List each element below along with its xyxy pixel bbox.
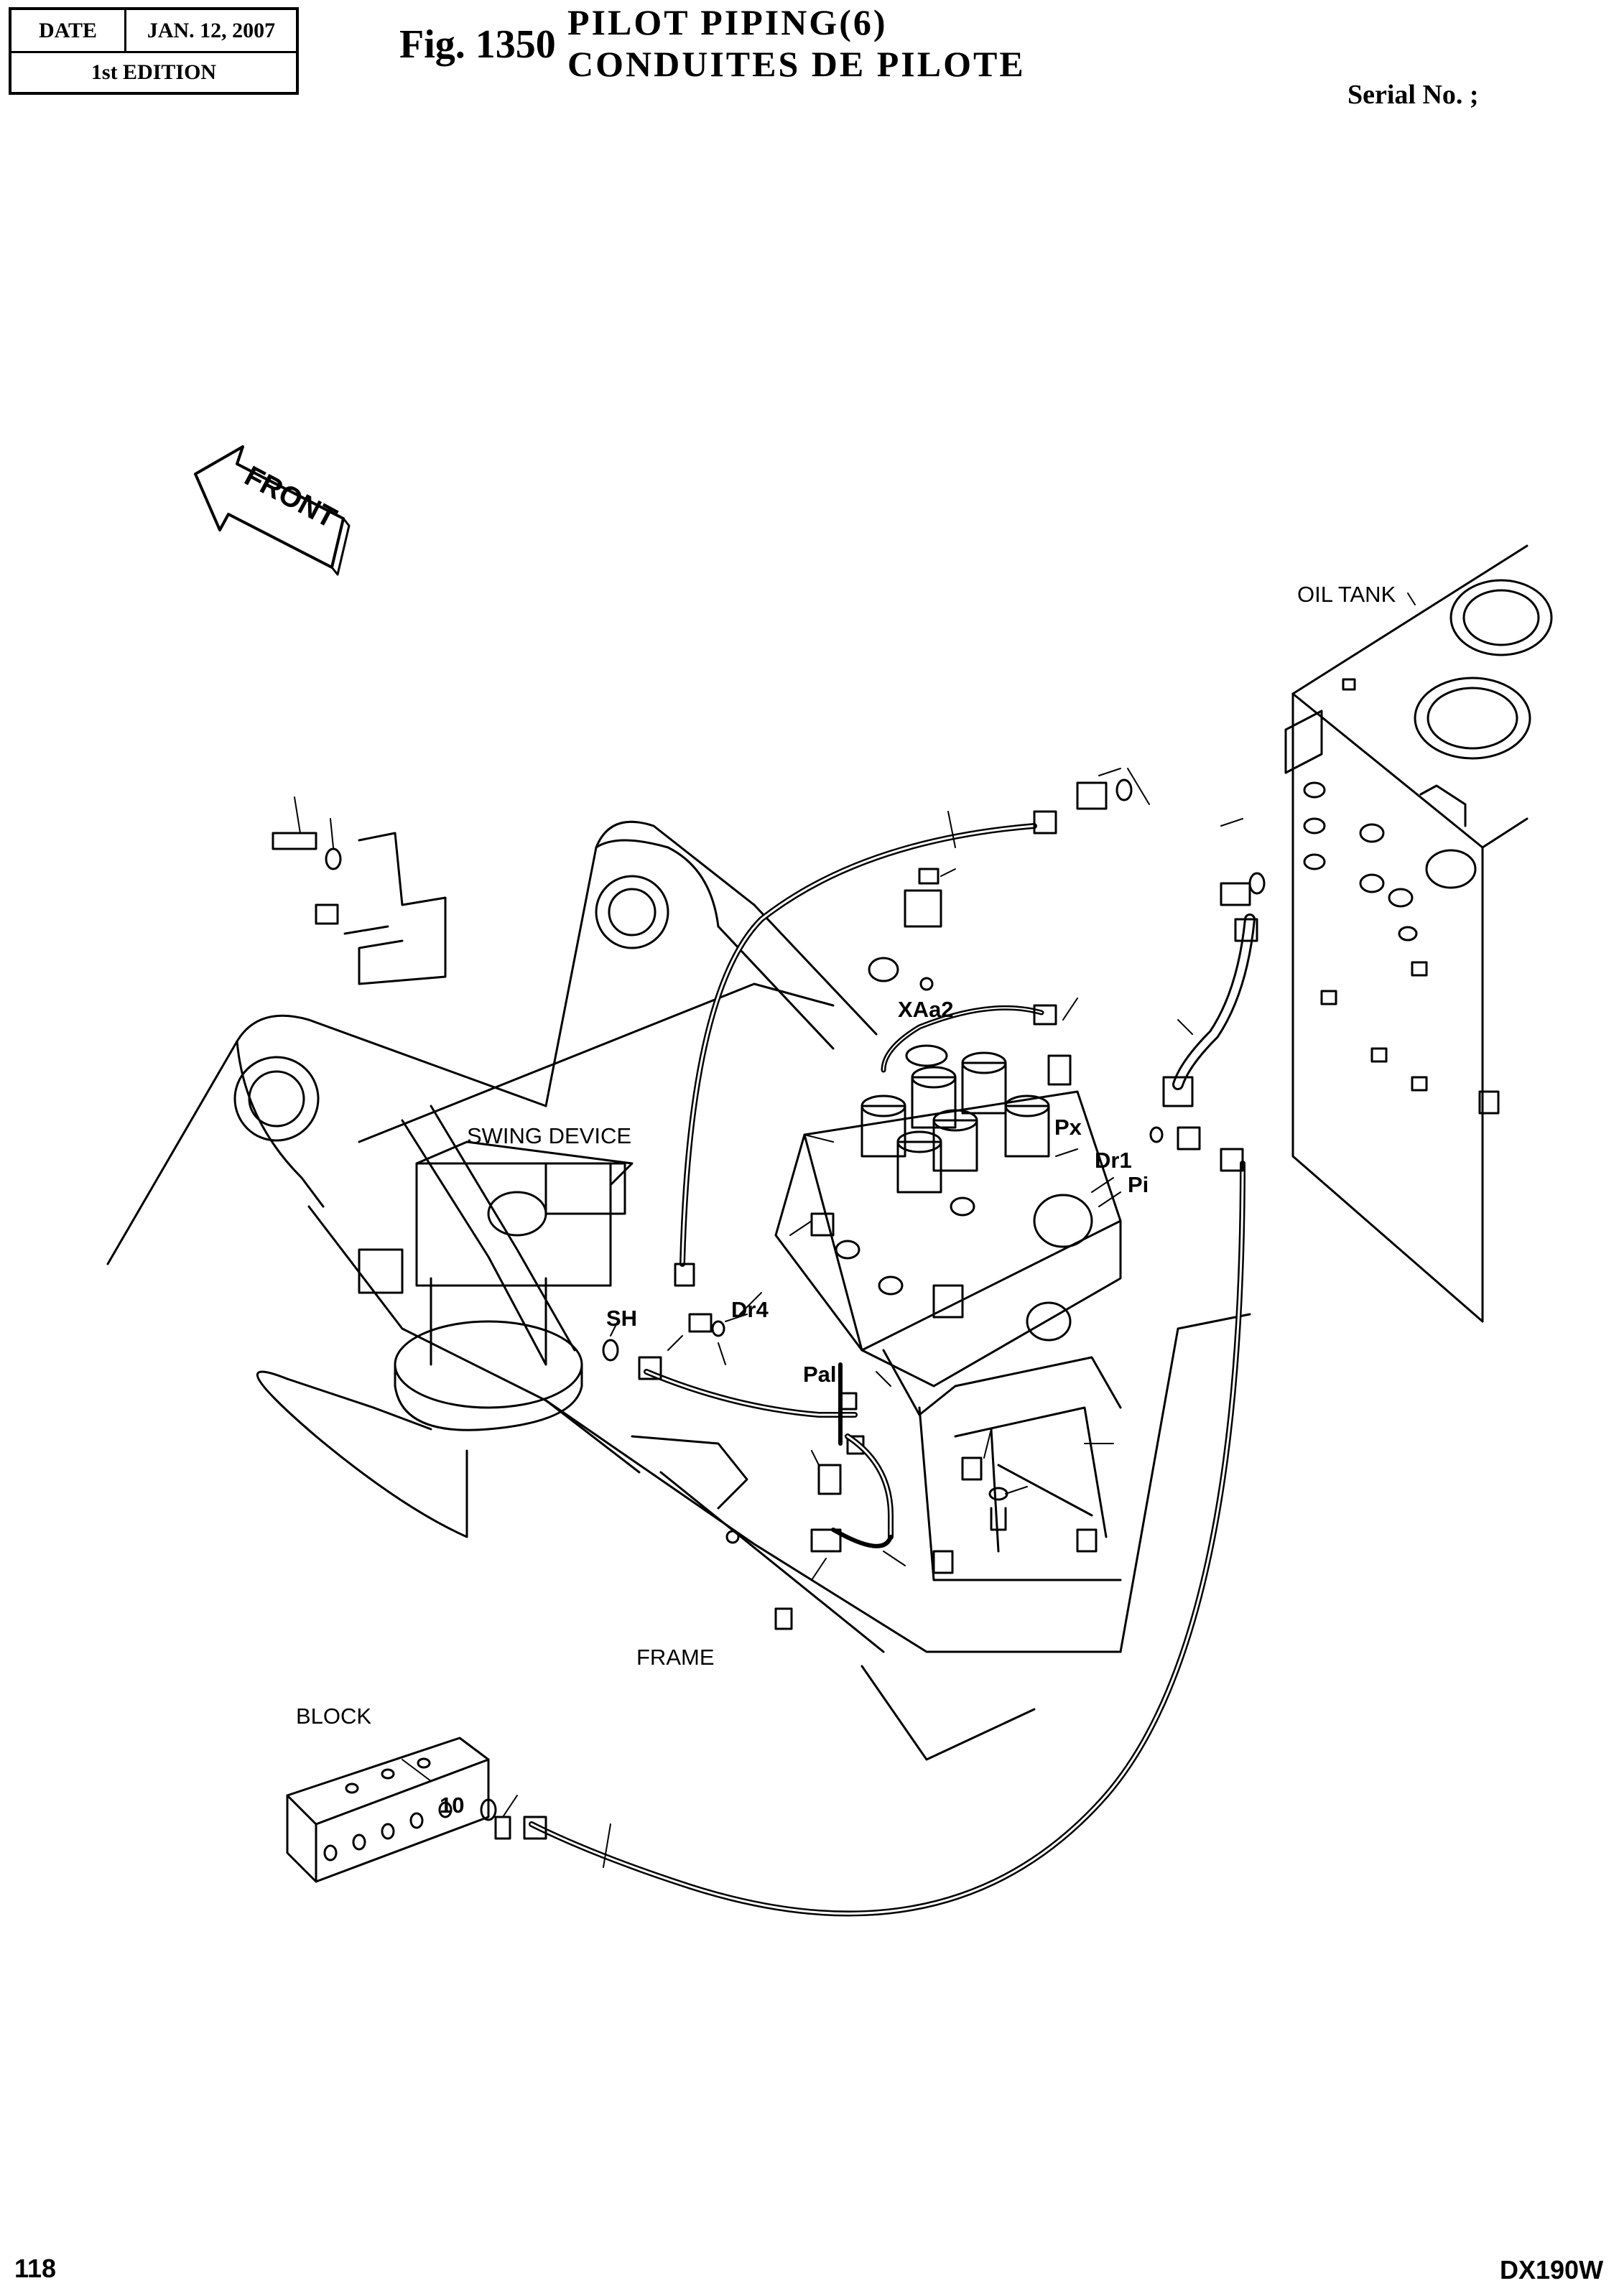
leader-lines <box>294 768 1243 1868</box>
figure-number: Fig. 1350 <box>399 22 556 67</box>
title-english: PILOT PIPING(6) <box>567 2 888 42</box>
fittings <box>272 778 1266 1840</box>
control-valve <box>774 1044 1122 1416</box>
port-label-dr4: Dr4 <box>731 1297 769 1322</box>
port-label-dr1: Dr1 <box>1095 1148 1132 1173</box>
model-number: DX190W <box>1500 2255 1604 2285</box>
title-french: CONDUITES DE PILOTE <box>567 44 1026 84</box>
oil-tank: OIL TANK <box>1284 544 1553 1323</box>
oil-tank-label: OIL TANK <box>1297 582 1396 607</box>
frame-structure <box>106 820 1251 1761</box>
serial-number: Serial No. ; <box>1347 80 1479 110</box>
header-date-box: DATE JAN. 12, 2007 1st EDITION <box>9 7 299 95</box>
frame-label: FRAME <box>636 1645 715 1670</box>
port-label-sh: SH <box>606 1306 637 1331</box>
port-label-px: Px <box>1054 1115 1082 1140</box>
front-arrow: FRONT <box>194 445 351 576</box>
edition-label: 1st EDITION <box>91 60 217 84</box>
port-label-pi: Pi <box>1128 1172 1149 1197</box>
callout-10: 10 <box>440 1793 464 1818</box>
pilot-hoses <box>529 823 1256 1917</box>
port-labels: XAa2 Px Dr1 Pi Dr4 SH Pal 10 FRAME <box>440 997 1149 1818</box>
date-label: DATE <box>11 10 126 53</box>
port-label-pal: Pal <box>803 1362 837 1387</box>
valve-support-frame <box>846 1356 1122 1581</box>
block: BLOCK <box>286 1704 490 1883</box>
block-label: BLOCK <box>296 1704 371 1729</box>
page-number: 118 <box>14 2254 57 2283</box>
swing-device: SWING DEVICE <box>358 1105 634 1431</box>
port-label-xaa2: XAa2 <box>898 997 954 1022</box>
date-value: JAN. 12, 2007 <box>126 10 296 53</box>
swing-device-label: SWING DEVICE <box>467 1123 631 1148</box>
